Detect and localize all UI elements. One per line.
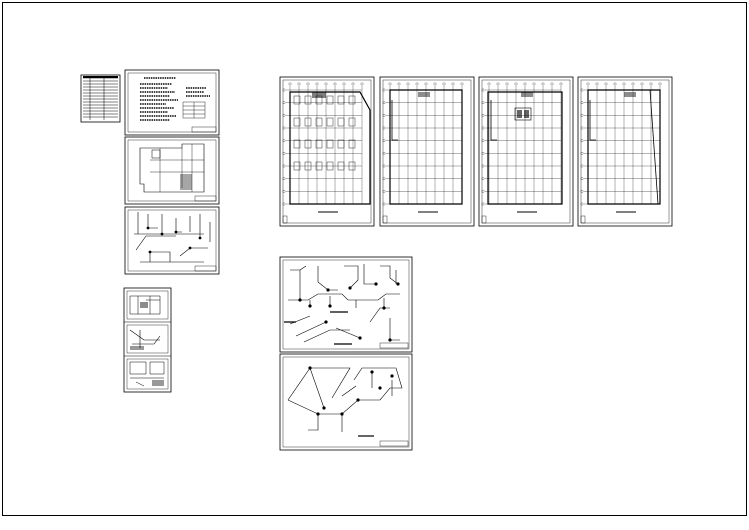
outer-border [2, 2, 747, 516]
sheet-design-notes [124, 69, 220, 136]
sheet-site-plan [124, 136, 220, 205]
sheet-system-diagram-1 [279, 256, 413, 353]
sheet-system-diagram-2 [279, 353, 413, 451]
sheet-floor-plan-2 [379, 76, 475, 227]
sheet-detail-stack [123, 287, 172, 393]
sheet-index-table [80, 74, 121, 123]
sheet-floor-plan-1 [279, 76, 375, 227]
sheet-riser-diagram [124, 206, 220, 275]
sheet-floor-plan-3 [478, 76, 574, 227]
sheet-floor-plan-4 [577, 76, 673, 227]
